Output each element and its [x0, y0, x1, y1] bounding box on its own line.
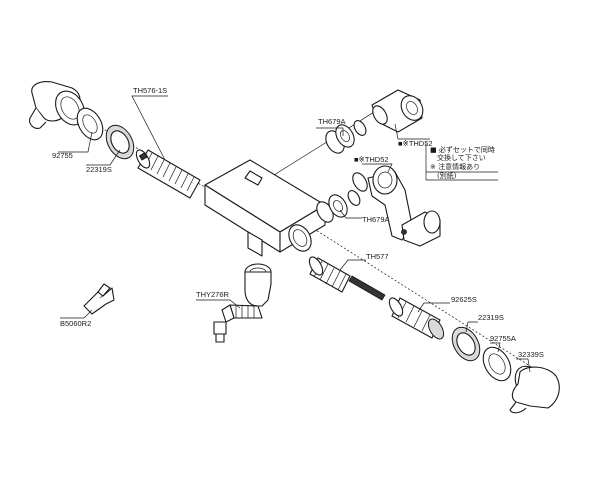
right-handle-32339s: [509, 365, 560, 414]
leader-lines: [58, 95, 531, 373]
sleeve-th679a-top: [325, 120, 367, 154]
sleeve-th679a-mid: [316, 190, 361, 223]
replacement-note: ■ 必ずセットで同時 交換して下さい ※ 注意情報あり (別紙): [430, 145, 495, 180]
faucet-main-body: [204, 159, 326, 257]
label-92625s: 92625S: [451, 295, 477, 304]
part-labels: TH576-1S 92755 22319S TH679A ■※THD52 ■※T…: [52, 86, 544, 359]
elbow-thd52-top: [371, 89, 424, 133]
label-92755a: 92755A: [490, 334, 516, 343]
label-92755: 92755: [52, 151, 73, 160]
note-line-3: ※ 注意情報あり: [430, 162, 480, 171]
check-valve-92625s: [388, 297, 445, 340]
strainer-th577: [308, 256, 386, 301]
label-thy276r: THY276R: [196, 290, 230, 299]
nut-22319s-top: [105, 124, 135, 160]
label-22319s-bottom: 22319S: [478, 313, 504, 322]
note-line-4: (別紙): [430, 171, 457, 180]
note-line-1: ■ 必ずセットで同時: [430, 145, 495, 154]
wrench-b5060r2: [83, 283, 115, 315]
label-th679a-mid: TH679A: [362, 215, 390, 224]
left-handle: [29, 81, 85, 129]
ring-92755: [76, 107, 104, 141]
ring-92755a: [482, 346, 512, 382]
label-th576-1s: TH576-1S: [133, 86, 167, 95]
label-th577: TH577: [366, 252, 389, 261]
note-line-2: 交換して下さい: [430, 153, 486, 162]
label-thd52-mid: ■※THD52: [354, 155, 389, 164]
label-th679a-top: TH679A: [318, 117, 346, 126]
elbow-thy276r: [213, 263, 272, 343]
nut-22319s-bottom: [451, 326, 481, 362]
arm-thd52-mid: [352, 165, 441, 247]
label-22319s-top: 22319S: [86, 165, 112, 174]
cartridge-th576-1s: [135, 149, 201, 199]
label-thd52-top: ■※THD52: [398, 139, 433, 148]
label-32339s: 32339S: [518, 350, 544, 359]
label-b5060r2: B5060R2: [60, 319, 91, 328]
